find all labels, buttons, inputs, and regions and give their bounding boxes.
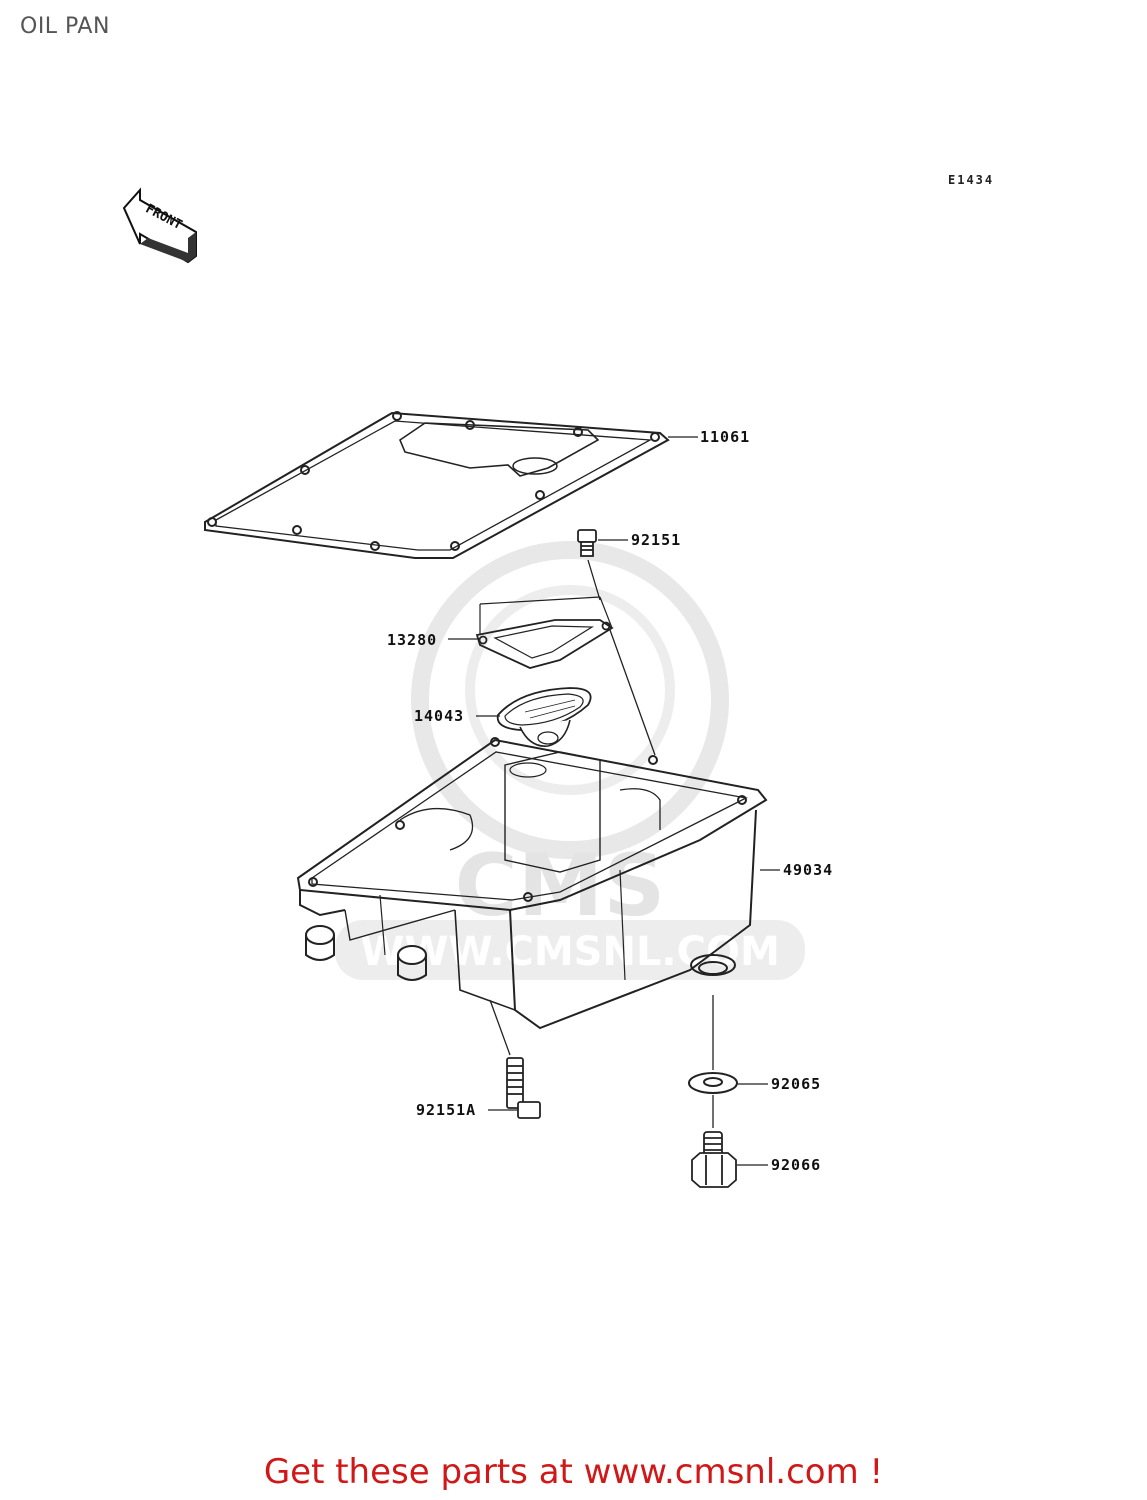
watermark-ring bbox=[411, 541, 729, 859]
part-label-49034[interactable]: 49034 bbox=[783, 861, 833, 879]
footer-cta[interactable]: Get these parts at www.cmsnl.com ! bbox=[0, 1452, 1147, 1492]
watermark-banner bbox=[335, 920, 805, 980]
part-label-11061[interactable]: 11061 bbox=[700, 428, 750, 446]
part-label-92066[interactable]: 92066 bbox=[771, 1156, 821, 1174]
assembly-lines bbox=[489, 559, 714, 1128]
diagram-code: E1434 bbox=[948, 173, 995, 187]
page-title: OIL PAN bbox=[20, 14, 110, 39]
part-label-92151[interactable]: 92151 bbox=[631, 531, 681, 549]
gasket-11061 bbox=[204, 411, 670, 559]
watermark-site: WWW.CMSNL.COM bbox=[360, 929, 780, 975]
watermark-logo: CMS WWW.CMSNL.COM bbox=[335, 541, 805, 980]
drain-plug-92066 bbox=[691, 1131, 737, 1188]
part-label-13280[interactable]: 13280 bbox=[387, 631, 437, 649]
bolt-92151 bbox=[577, 529, 597, 557]
front-arrow-icon: FRONT bbox=[122, 187, 197, 264]
plate-13280 bbox=[475, 596, 614, 669]
leader-lines bbox=[448, 436, 780, 1166]
cta-link[interactable]: Get these parts at www.cmsnl.com ! bbox=[263, 1452, 884, 1492]
bolt-92151A bbox=[506, 1057, 541, 1119]
strainer-14043 bbox=[496, 687, 592, 747]
watermark-letters: CMS bbox=[455, 836, 666, 936]
part-label-14043[interactable]: 14043 bbox=[414, 707, 464, 725]
part-label-92065[interactable]: 92065 bbox=[771, 1075, 821, 1093]
watermark-face bbox=[465, 585, 675, 795]
part-label-92151A[interactable]: 92151A bbox=[416, 1101, 476, 1119]
washer-92065 bbox=[688, 1072, 738, 1094]
oil-pan-49034 bbox=[296, 737, 768, 1030]
